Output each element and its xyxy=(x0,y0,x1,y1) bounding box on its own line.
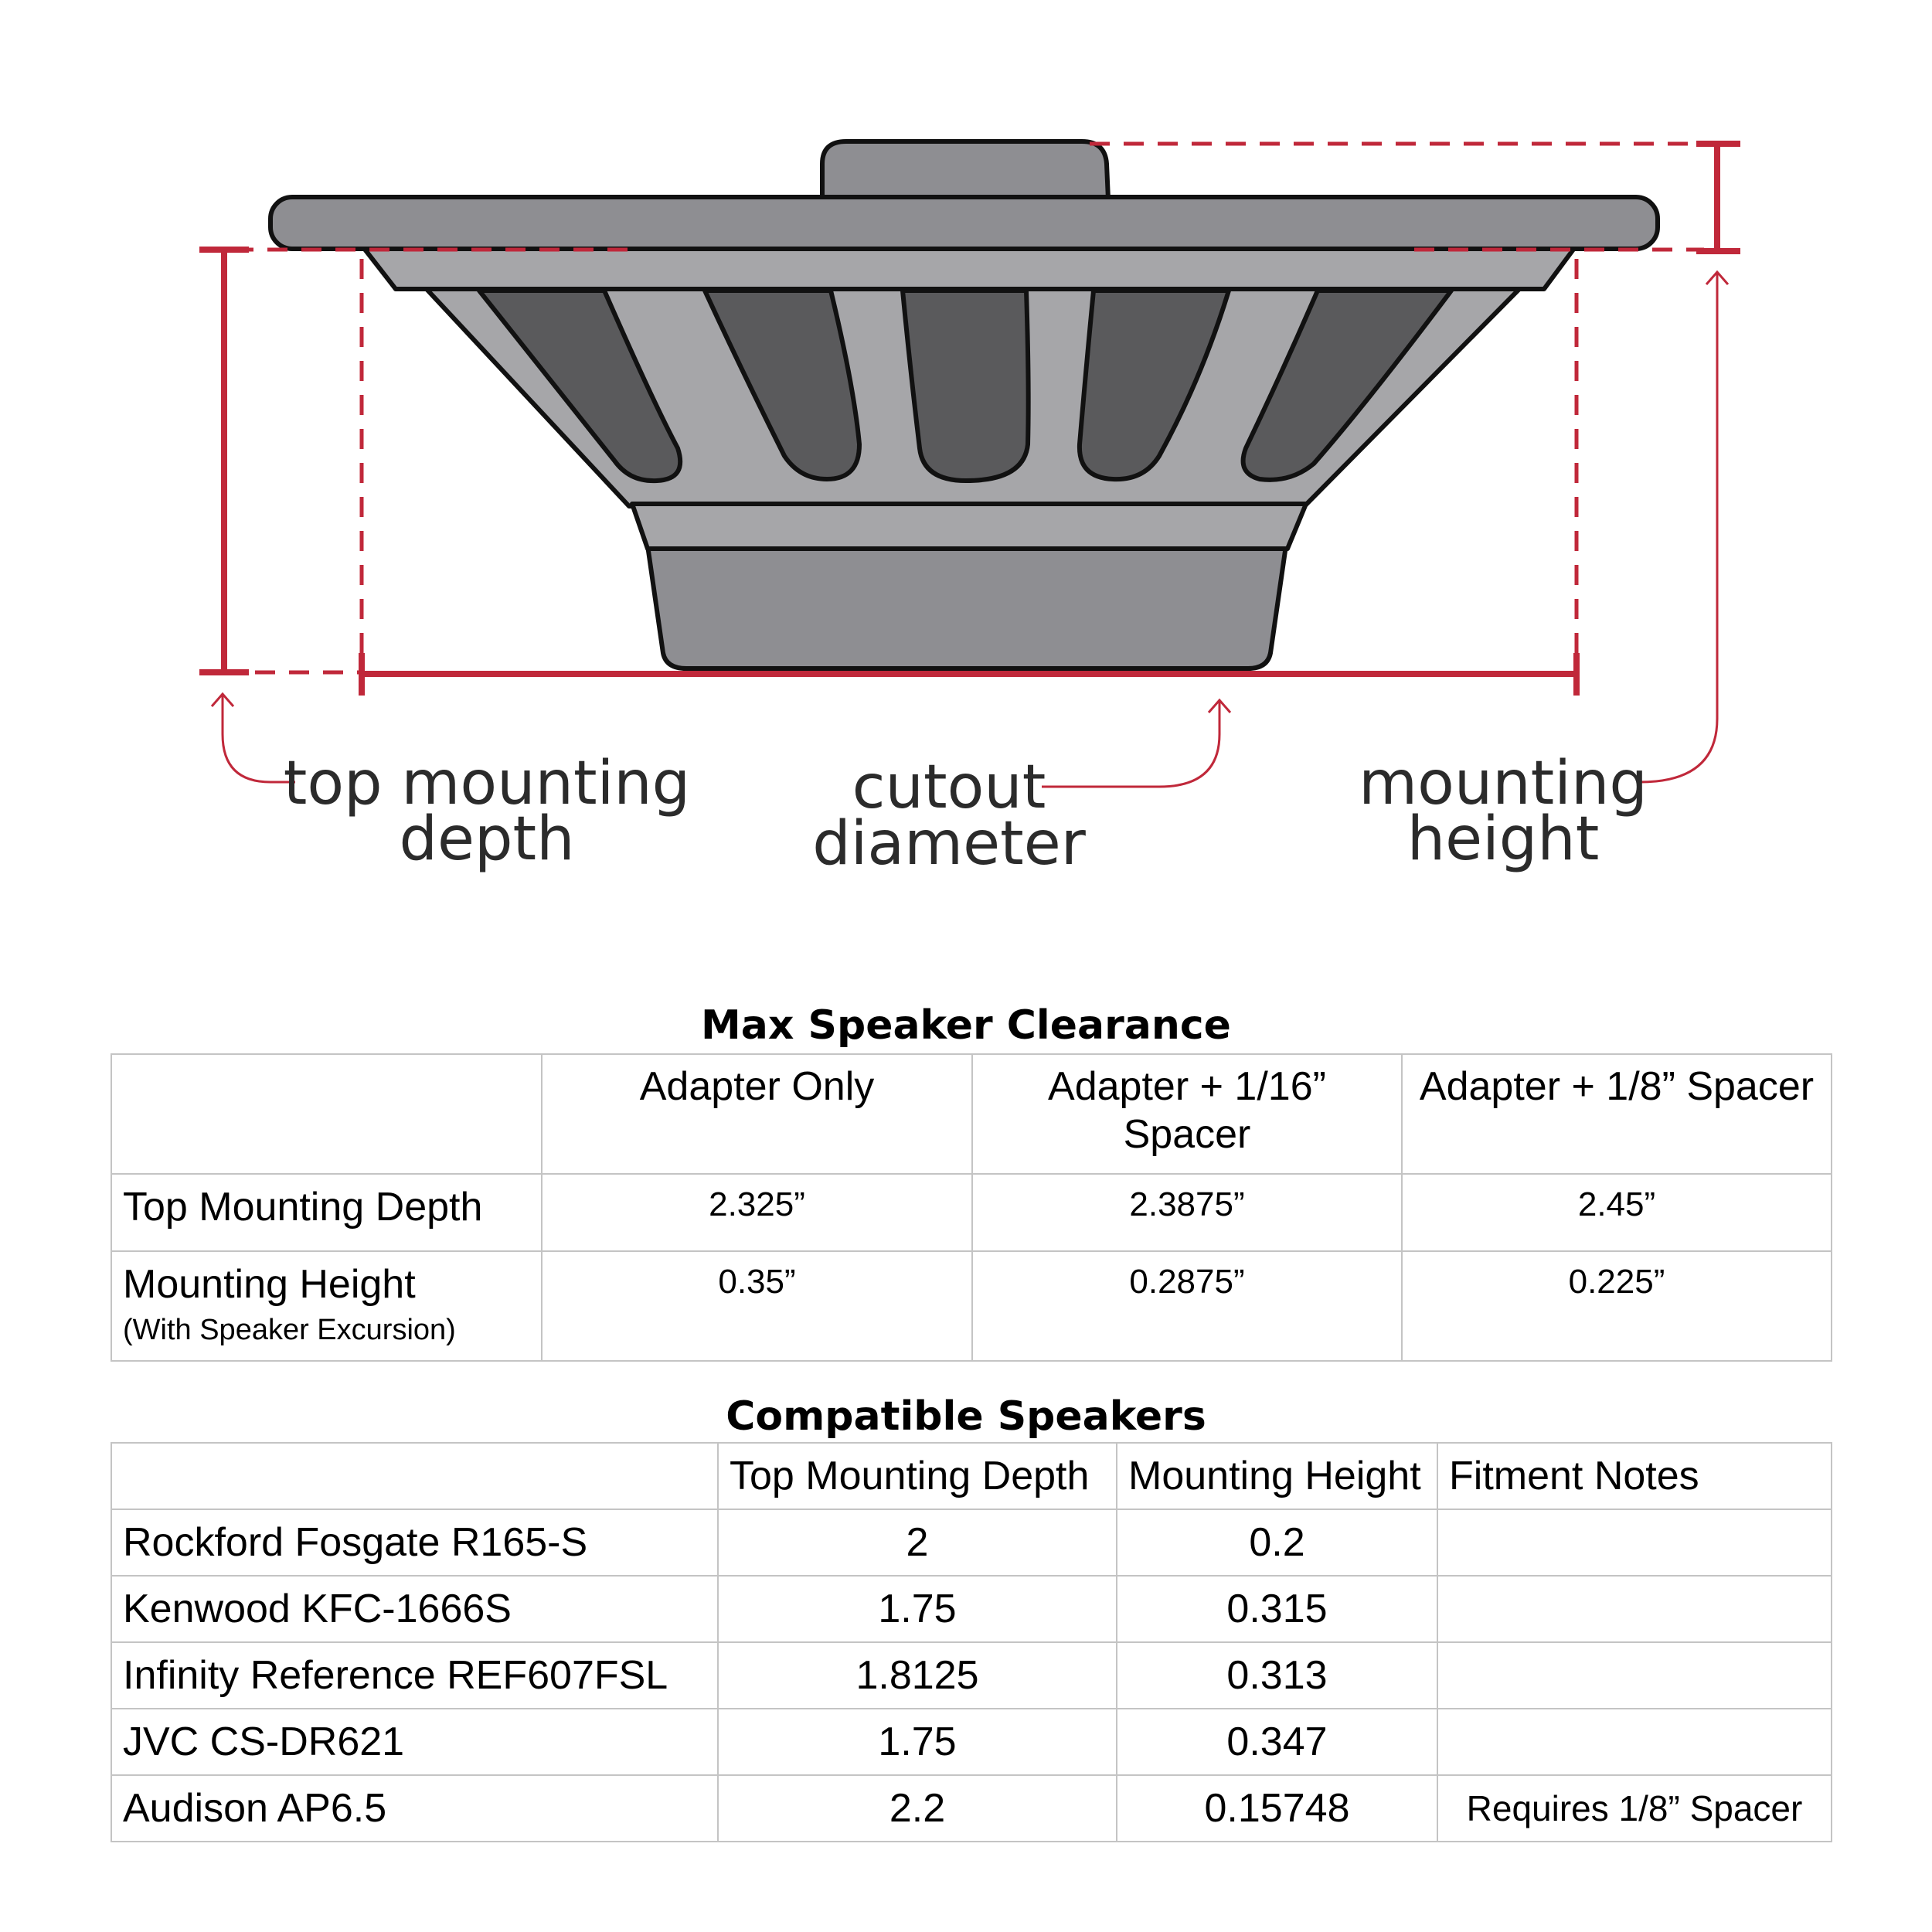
label-cutout-line1: cutout xyxy=(852,753,1046,822)
compatible-header-blank xyxy=(111,1442,719,1510)
table-row: JVC CS-DR621 1.75 0.347 xyxy=(111,1708,1832,1776)
compatible-header-notes: Fitment Notes xyxy=(1437,1442,1832,1510)
callout-arrows xyxy=(210,270,1730,788)
speaker-height: 0.315 xyxy=(1116,1575,1438,1643)
basket-slot xyxy=(1240,288,1454,482)
speaker-notes xyxy=(1437,1575,1832,1643)
clearance-row-label: Top Mounting Depth xyxy=(111,1173,543,1252)
speaker-gasket xyxy=(361,245,1577,291)
label-cutout-line2: diameter xyxy=(812,809,1087,879)
speaker-height: 0.347 xyxy=(1116,1708,1438,1776)
clearance-table: Adapter Only Adapter + 1/16” Spacer Adap… xyxy=(111,1053,1832,1362)
clearance-row-sublabel: (With Speaker Excursion) xyxy=(123,1314,456,1346)
basket-slot xyxy=(702,288,862,481)
speaker-name: Audison AP6.5 xyxy=(111,1774,719,1842)
table-row: Audison AP6.5 2.2 0.15748 Requires 1/8” … xyxy=(111,1774,1832,1842)
speaker-flange xyxy=(268,195,1660,251)
clearance-header-1-16-spacer: Adapter + 1/16” Spacer xyxy=(971,1053,1403,1175)
tweeter-cap xyxy=(820,139,1111,202)
clearance-header-1-8-spacer: Adapter + 1/8” Spacer xyxy=(1401,1053,1832,1175)
clearance-header-blank xyxy=(111,1053,543,1175)
compatible-title: Compatible Speakers xyxy=(726,1393,1206,1440)
clearance-row: Mounting Height (With Speaker Excursion)… xyxy=(111,1250,1832,1362)
dimension-lines xyxy=(199,141,1740,696)
speaker-depth: 2 xyxy=(717,1509,1117,1577)
clearance-header-adapter-only: Adapter Only xyxy=(541,1053,973,1175)
top-mounting-depth-arrow xyxy=(210,692,295,784)
clearance-cell: 0.225” xyxy=(1401,1250,1832,1362)
mounting-height-arrow xyxy=(1639,270,1730,784)
speaker-notes xyxy=(1437,1509,1832,1577)
clearance-cell: 0.2875” xyxy=(971,1250,1403,1362)
clearance-title: Max Speaker Clearance xyxy=(701,1002,1231,1049)
speaker-height: 0.313 xyxy=(1116,1641,1438,1709)
speaker-depth: 1.75 xyxy=(717,1575,1117,1643)
speaker-depth: 2.2 xyxy=(717,1774,1117,1842)
speaker-notes xyxy=(1437,1708,1832,1776)
compatible-header-height: Mounting Height xyxy=(1116,1442,1438,1510)
speaker-depth: 1.75 xyxy=(717,1708,1117,1776)
basket-slot xyxy=(1077,288,1231,482)
dimension-labels: top mounting depth cutout diameter mount… xyxy=(284,749,1648,879)
speaker-collar xyxy=(630,502,1308,551)
label-mounting-height-line2: height xyxy=(1407,804,1600,874)
basket-slot xyxy=(477,288,683,484)
label-mounting-height-line1: mounting xyxy=(1359,749,1648,818)
table-row: Rockford Fosgate R165-S 2 0.2 xyxy=(111,1509,1832,1577)
clearance-header-row: Adapter Only Adapter + 1/16” Spacer Adap… xyxy=(111,1053,1832,1175)
label-top-mounting-depth-line1: top mounting xyxy=(284,749,690,818)
speaker-notes: Requires 1/8” Spacer xyxy=(1437,1774,1832,1842)
speaker-height: 0.15748 xyxy=(1116,1774,1438,1842)
clearance-cell: 2.45” xyxy=(1401,1173,1832,1252)
compatible-header-row: Top Mounting Depth Mounting Height Fitme… xyxy=(111,1442,1832,1510)
speaker-magnet xyxy=(645,543,1288,671)
speaker-name: Infinity Reference REF607FSL xyxy=(111,1641,719,1709)
basket-slot xyxy=(900,288,1031,483)
speaker-name: Kenwood KFC-1666S xyxy=(111,1575,719,1643)
clearance-row-label-cell: Mounting Height (With Speaker Excursion) xyxy=(111,1250,543,1362)
clearance-cell: 2.325” xyxy=(541,1173,973,1252)
speaker-height: 0.2 xyxy=(1116,1509,1438,1577)
table-row: Kenwood KFC-1666S 1.75 0.315 xyxy=(111,1575,1832,1643)
speaker-illustration xyxy=(268,139,1660,671)
compatible-speakers-table: Top Mounting Depth Mounting Height Fitme… xyxy=(111,1442,1832,1842)
clearance-cell: 2.3875” xyxy=(971,1173,1403,1252)
clearance-cell: 0.35” xyxy=(541,1250,973,1362)
table-row: Infinity Reference REF607FSL 1.8125 0.31… xyxy=(111,1641,1832,1709)
speaker-name: JVC CS-DR621 xyxy=(111,1708,719,1776)
speaker-notes xyxy=(1437,1641,1832,1709)
clearance-row: Top Mounting Depth 2.325” 2.3875” 2.45” xyxy=(111,1173,1832,1252)
speaker-depth: 1.8125 xyxy=(717,1641,1117,1709)
compatible-header-depth: Top Mounting Depth xyxy=(717,1442,1117,1510)
label-top-mounting-depth-line2: depth xyxy=(399,804,574,874)
speaker-dimension-diagram: top mounting depth cutout diameter mount… xyxy=(199,139,1740,879)
speaker-name: Rockford Fosgate R165-S xyxy=(111,1509,719,1577)
clearance-row-label: Mounting Height xyxy=(123,1262,416,1307)
cutout-diameter-arrow xyxy=(1042,698,1232,788)
